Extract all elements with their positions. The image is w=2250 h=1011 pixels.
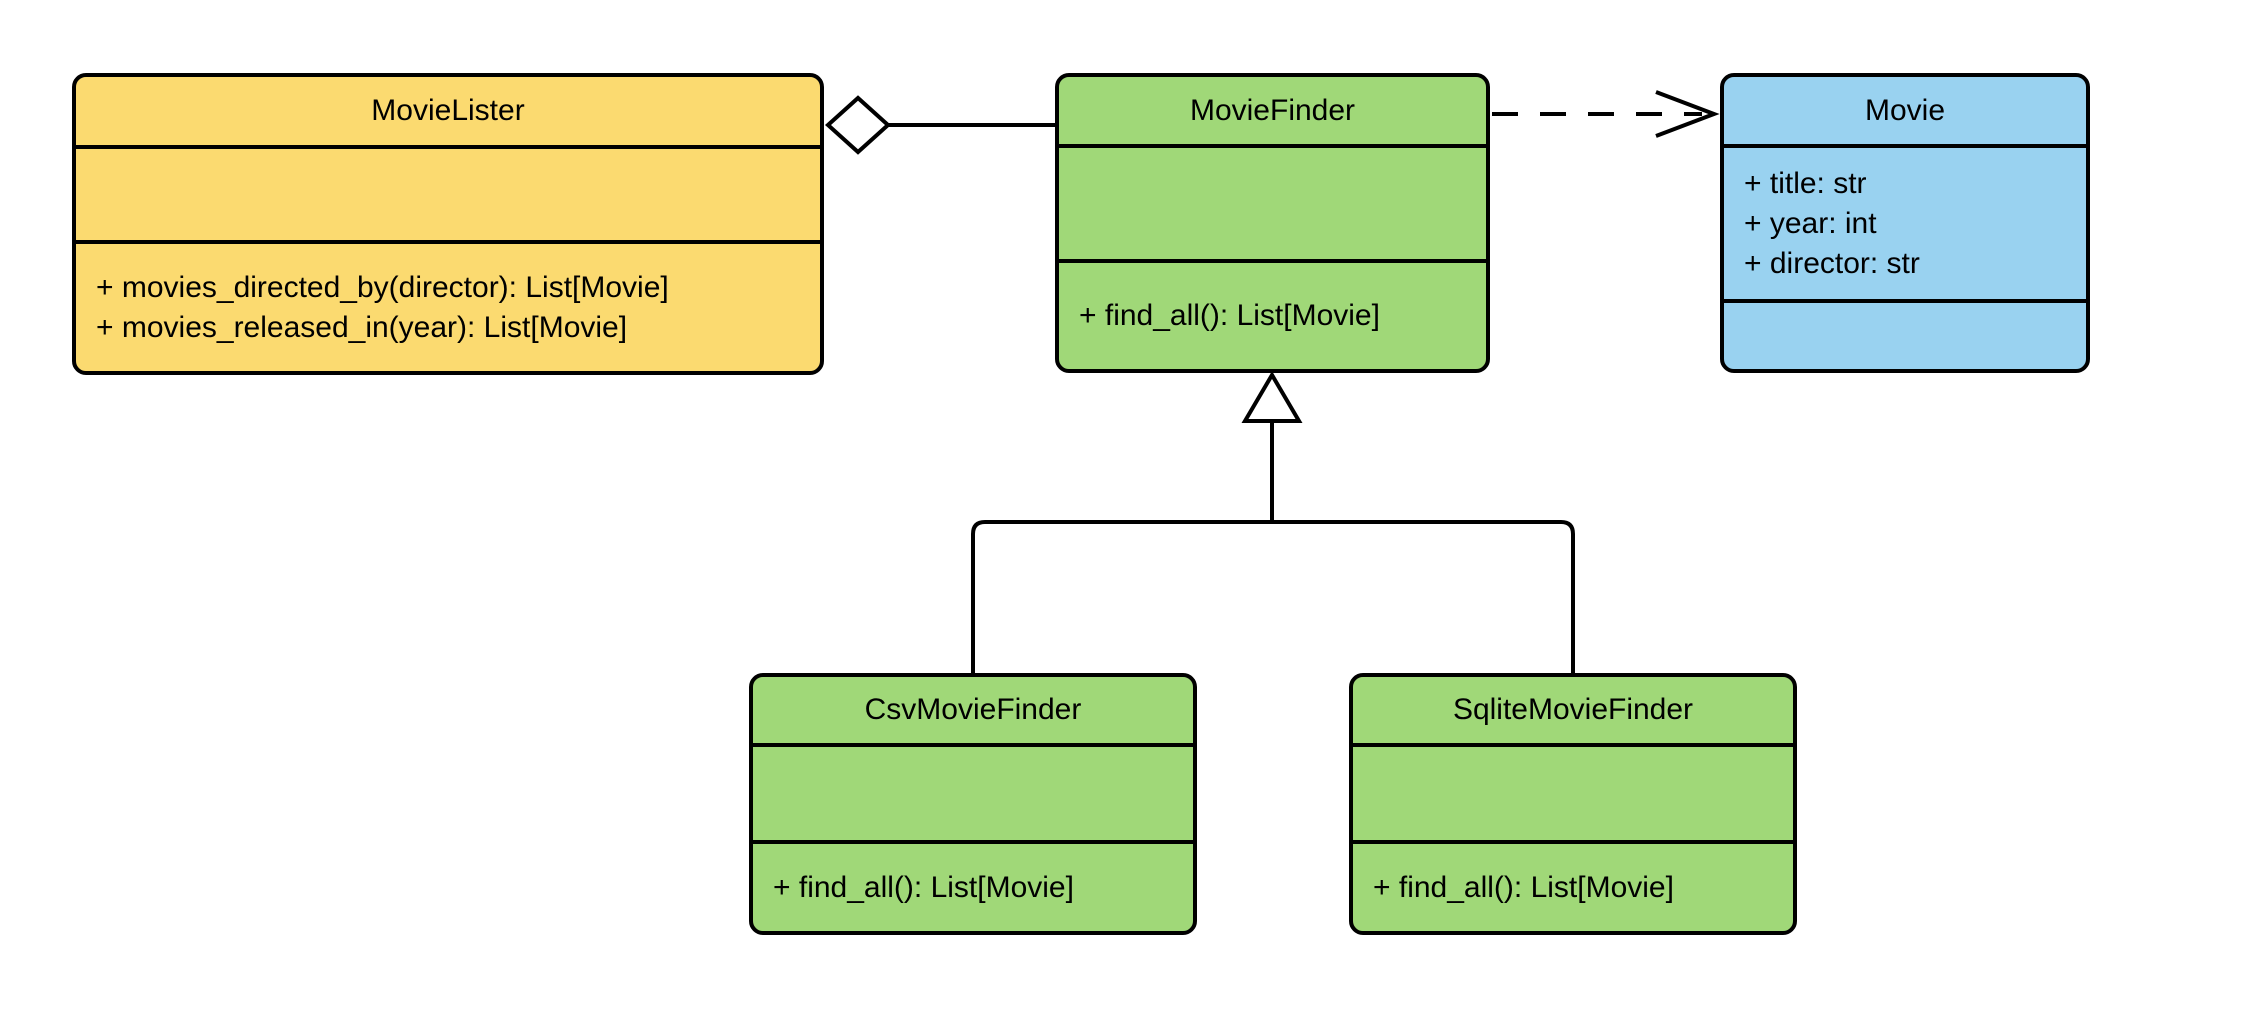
generalization-connector[interactable] [971, 371, 1575, 673]
class-title: MovieFinder [1059, 77, 1486, 144]
attributes-compartment [1353, 743, 1793, 840]
class-name-label: Movie [1864, 93, 1946, 127]
class-title: SqliteMovieFinder [1353, 677, 1793, 743]
generalization-triangle-icon [1241, 371, 1303, 423]
class-box-movielister[interactable]: MovieLister + movies_directed_by(directo… [72, 73, 824, 375]
class-name-label: CsvMovieFinder [864, 693, 1082, 726]
class-box-csvmoviefinder[interactable]: CsvMovieFinder + find_all(): List[Movie] [749, 673, 1197, 935]
dependency-open-arrowhead-icon [1655, 90, 1720, 138]
attributes-compartment [1059, 144, 1486, 259]
attribute-label: + director: str [1744, 246, 1920, 280]
generalization-fork-path [971, 520, 1575, 673]
class-box-sqlitemoviefinder[interactable]: SqliteMovieFinder + find_all(): List[Mov… [1349, 673, 1797, 935]
method-label: + movies_released_in(year): List[Movie] [96, 310, 628, 344]
methods-compartment: + find_all(): List[Movie] [1353, 840, 1793, 931]
class-box-movie[interactable]: Movie + title: str + year: int + directo… [1720, 73, 2090, 373]
class-name-label: SqliteMovieFinder [1452, 693, 1694, 726]
methods-compartment: + movies_directed_by(director): List[Mov… [76, 240, 820, 371]
attributes-compartment [76, 145, 820, 240]
method-label: + find_all(): List[Movie] [773, 870, 1074, 904]
attribute-label: + title: str [1744, 166, 1867, 200]
method-label: + find_all(): List[Movie] [1079, 299, 1380, 332]
aggregation-diamond-icon [825, 95, 891, 155]
class-box-moviefinder[interactable]: MovieFinder + find_all(): List[Movie] [1055, 73, 1490, 373]
method-label: + find_all(): List[Movie] [1373, 870, 1674, 904]
methods-compartment [1724, 299, 2086, 369]
class-title: MovieLister [76, 77, 820, 145]
methods-compartment: + find_all(): List[Movie] [753, 840, 1193, 931]
aggregation-connector-movielister-moviefinder[interactable] [825, 95, 1057, 155]
class-name-label: MovieFinder [1189, 93, 1356, 127]
class-title: CsvMovieFinder [753, 677, 1193, 743]
attributes-compartment: + title: str + year: int + director: str [1724, 144, 2086, 299]
class-name-label: MovieLister [371, 94, 525, 127]
attribute-label: + year: int [1744, 206, 1877, 240]
methods-compartment: + find_all(): List[Movie] [1059, 259, 1486, 369]
method-label: + movies_directed_by(director): List[Mov… [96, 270, 669, 304]
attributes-compartment [753, 743, 1193, 840]
class-title: Movie [1724, 77, 2086, 144]
dependency-connector-moviefinder-movie[interactable] [1492, 90, 1720, 138]
